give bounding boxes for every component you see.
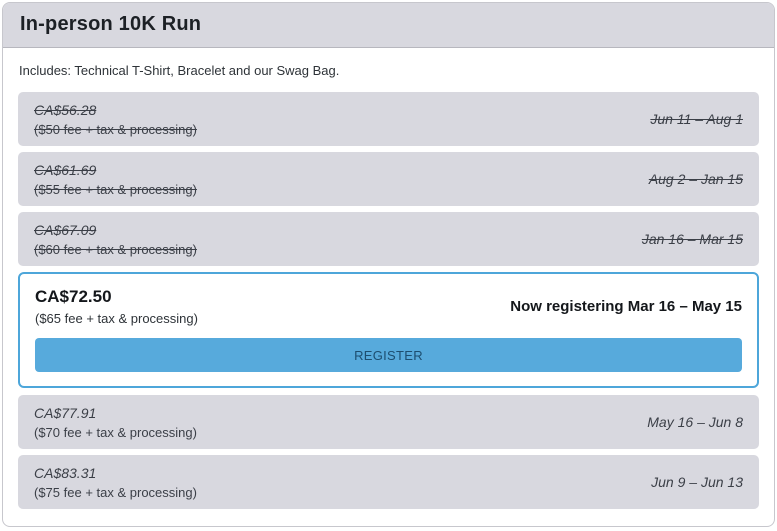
tier-price: CA$77.91 [34, 404, 97, 421]
now-registering-dates: Now registering Mar 16 – May 15 [510, 298, 742, 315]
tier-dates: May 16 – Jun 8 [647, 414, 743, 430]
tier-fee: ($70 fee + tax & processing) [34, 424, 197, 440]
active-tier-info: CA$72.50 ($65 fee + tax & processing) Now … [35, 287, 742, 326]
tier-fee: ($75 fee + tax & processing) [34, 484, 197, 500]
tier-dates: Jun 11 – Aug 1 [650, 111, 743, 127]
tier-price-block: CA$67.09 ($60 fee + tax & processing) [34, 222, 197, 257]
tier-price-block: CA$72.50 ($65 fee + tax & processing) [35, 287, 198, 326]
tier-fee: ($60 fee + tax & processing) [34, 241, 197, 257]
tier-dates: Jun 9 – Jun 13 [651, 474, 743, 490]
tier-price-block: CA$56.28 ($50 fee + tax & processing) [34, 102, 197, 137]
tier-fee: ($55 fee + tax & processing) [34, 181, 197, 197]
pricing-tier-list: CA$56.28 ($50 fee + tax & processing) Jun … [18, 92, 759, 509]
pricing-tier-row: CA$83.31 ($75 fee + tax & processing) Jun … [18, 455, 759, 509]
tier-price: CA$72.50 [35, 287, 112, 306]
pricing-tier-row: CA$61.69 ($55 fee + tax & processing) Aug … [18, 152, 759, 206]
tier-dates: Jan 16 – Mar 15 [641, 231, 743, 247]
tier-price-block: CA$77.91 ($70 fee + tax & processing) [34, 405, 197, 440]
tier-price: CA$83.31 [34, 464, 97, 481]
tier-price: CA$61.69 [34, 161, 97, 178]
tier-fee: ($50 fee + tax & processing) [34, 121, 197, 137]
pricing-tier-row: CA$77.91 ($70 fee + tax & processing) May … [18, 395, 759, 449]
pricing-tier-row: CA$67.09 ($60 fee + tax & processing) Jan … [18, 212, 759, 266]
register-button[interactable]: REGISTER [35, 338, 742, 372]
event-title: In-person 10K Run [3, 3, 774, 48]
active-tier-card: CA$72.50 ($65 fee + tax & processing) Now … [18, 272, 759, 388]
tier-dates: Aug 2 – Jan 15 [648, 171, 743, 187]
includes-text: Includes: Technical T-Shirt, Bracelet an… [19, 63, 340, 78]
tier-price: CA$67.09 [34, 221, 97, 238]
pricing-tier-row: CA$56.28 ($50 fee + tax & processing) Jun … [18, 92, 759, 146]
tier-fee: ($65 fee + tax & processing) [35, 311, 198, 326]
tier-price: CA$56.28 [34, 101, 97, 118]
pricing-panel-body: Includes: Technical T-Shirt, Bracelet an… [3, 48, 774, 526]
tier-price-block: CA$61.69 ($55 fee + tax & processing) [34, 162, 197, 197]
tier-price-block: CA$83.31 ($75 fee + tax & processing) [34, 465, 197, 500]
